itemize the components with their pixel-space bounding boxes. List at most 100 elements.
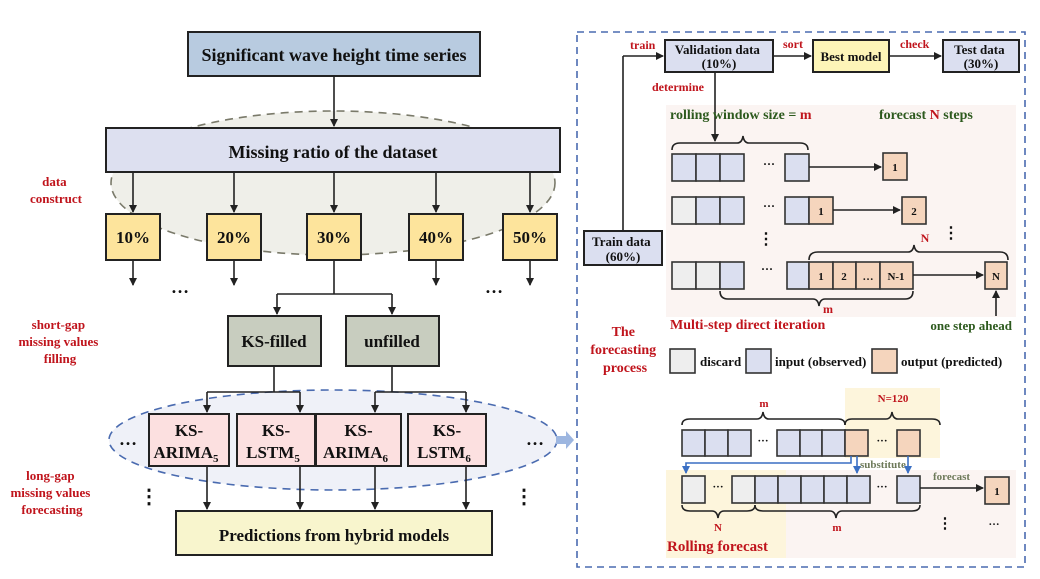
train-label: train — [630, 38, 656, 52]
svg-text:⋮: ⋮ — [938, 516, 953, 532]
wave-height-series-label: Significant wave height time series — [202, 45, 467, 65]
output-cell-n — [984, 261, 1008, 290]
unfilled-box — [345, 315, 440, 367]
svg-text:m: m — [823, 302, 833, 316]
svg-text:2: 2 — [841, 271, 847, 283]
model-label: KS- — [262, 421, 291, 440]
wave-height-series-box — [187, 31, 481, 77]
model-label: KS- — [344, 421, 373, 440]
legend-output-swatch — [871, 348, 898, 374]
long-gap-label: long-gap missing values forecasting — [10, 468, 93, 517]
vertical-ellipsis-right: ⋮ — [514, 486, 534, 508]
left-panel: Significant wave height time series Miss… — [10, 31, 574, 556]
svg-text:⋮: ⋮ — [758, 231, 774, 248]
sort-label: sort — [783, 37, 803, 51]
svg-text:m: m — [759, 398, 768, 410]
output-cell-2 — [901, 196, 927, 225]
train-data-label: Train data (60%) — [592, 234, 654, 264]
missing-ratio-label: 50% — [513, 228, 547, 247]
output-cell-1 — [882, 152, 908, 181]
rolling-output-cell — [984, 476, 1010, 505]
svg-text:N: N — [992, 271, 1000, 283]
best-model-label: Best model — [820, 49, 881, 64]
missing-ratio-label: 20% — [217, 228, 251, 247]
percentage-row: 10%20%30%40%50% — [105, 172, 558, 286]
svg-text:···: ··· — [876, 435, 887, 447]
svg-text:⋮: ⋮ — [943, 225, 959, 242]
model-label: KS- — [175, 421, 204, 440]
model-label: ARIMA5 — [154, 443, 220, 465]
svg-text:···: ··· — [763, 157, 775, 171]
legend-output-label: output (predicted) — [901, 354, 1002, 369]
window-size-label: rolling window size = m — [670, 108, 812, 123]
svg-text:m: m — [832, 522, 841, 534]
legend-discard-swatch — [669, 348, 696, 374]
model-box-arima-6 — [315, 413, 402, 467]
svg-text:2: 2 — [911, 206, 917, 218]
forecast-n-steps-label: forecast N steps — [879, 108, 973, 123]
svg-text:…: … — [863, 271, 874, 283]
rolling-forecast-title: Rolling forecast — [667, 539, 768, 555]
forecasting-process-label: The forecasting process — [590, 325, 659, 376]
model-box-lstm-5 — [236, 413, 316, 467]
svg-text:···: ··· — [876, 481, 887, 493]
predictions-label: Predictions from hybrid models — [219, 526, 450, 545]
model-label: ARIMA6 — [323, 443, 389, 465]
model-label: KS- — [433, 421, 462, 440]
right-panel: train Validation data (10%) sort Best mo… — [576, 31, 1026, 568]
missing-ratio-label: 10% — [116, 228, 150, 247]
ellipsis-right: … — [485, 277, 503, 297]
missing-ratio-box-30pct — [306, 213, 362, 261]
svg-text:1: 1 — [818, 271, 824, 283]
missing-ratio-box — [105, 127, 561, 173]
unfilled-label: unfilled — [364, 332, 420, 351]
model-label: LSTM5 — [246, 443, 300, 465]
short-gap-label: short-gap missing values filling — [18, 317, 101, 366]
forecasting-process-frame — [576, 31, 1026, 568]
validation-data-label: Validation data (10%) — [675, 42, 763, 71]
svg-text:N=120: N=120 — [878, 393, 909, 405]
best-model-box — [812, 39, 890, 73]
model-box-arima-5 — [148, 413, 230, 467]
ellipsis-left: … — [171, 277, 189, 297]
determine-label: determine — [652, 80, 705, 94]
model-label: LSTM6 — [417, 443, 471, 465]
predictions-box — [175, 510, 493, 556]
svg-text:N: N — [921, 231, 930, 245]
validation-data-box — [664, 39, 774, 73]
svg-text:···: ··· — [763, 199, 775, 213]
svg-text:1: 1 — [892, 162, 898, 174]
legend-input-label: input (observed) — [775, 354, 866, 369]
models-row: KS- ARIMA5 KS- LSTM5 KS- ARIMA6 KS- LSTM6 — [148, 413, 487, 467]
model-box-lstm-6 — [407, 413, 487, 467]
data-construct-label: data construct — [30, 174, 83, 206]
legend-discard-label: discard — [700, 354, 742, 369]
vertical-ellipsis-left: ⋮ — [139, 486, 159, 508]
svg-text:···: ··· — [761, 262, 773, 276]
one-step-ahead-label: one step ahead — [930, 318, 1012, 333]
missing-ratio-label: 40% — [419, 228, 453, 247]
svg-text:N: N — [714, 522, 722, 534]
forecast-label: forecast — [933, 471, 970, 483]
legend-input-swatch — [745, 348, 772, 374]
missing-ratio-box-40pct — [408, 213, 464, 261]
legend: discard input (observed) output (predict… — [669, 348, 1002, 374]
missing-ratio-box-20pct — [206, 213, 262, 261]
models-ellipsis-right: … — [526, 429, 544, 449]
missing-ratio-label: Missing ratio of the dataset — [229, 142, 438, 162]
multistep-title: Multi-step direct iteration — [670, 318, 825, 333]
models-ellipsis-left: … — [119, 429, 137, 449]
ks-filled-label: KS-filled — [241, 332, 307, 351]
train-data-box — [583, 230, 663, 266]
missing-ratio-box-10pct — [105, 213, 161, 261]
check-label: check — [900, 37, 930, 51]
svg-text:···: ··· — [757, 435, 768, 447]
missing-ratio-box-50pct — [502, 213, 558, 261]
svg-text:···: ··· — [712, 481, 723, 493]
substitute-label: substitute — [860, 459, 906, 471]
test-data-label: Test data (30%) — [954, 42, 1008, 71]
svg-text:1: 1 — [818, 206, 824, 218]
link-arrow-icon — [556, 431, 574, 449]
test-data-box — [942, 39, 1020, 73]
svg-text:…: … — [989, 516, 1000, 528]
